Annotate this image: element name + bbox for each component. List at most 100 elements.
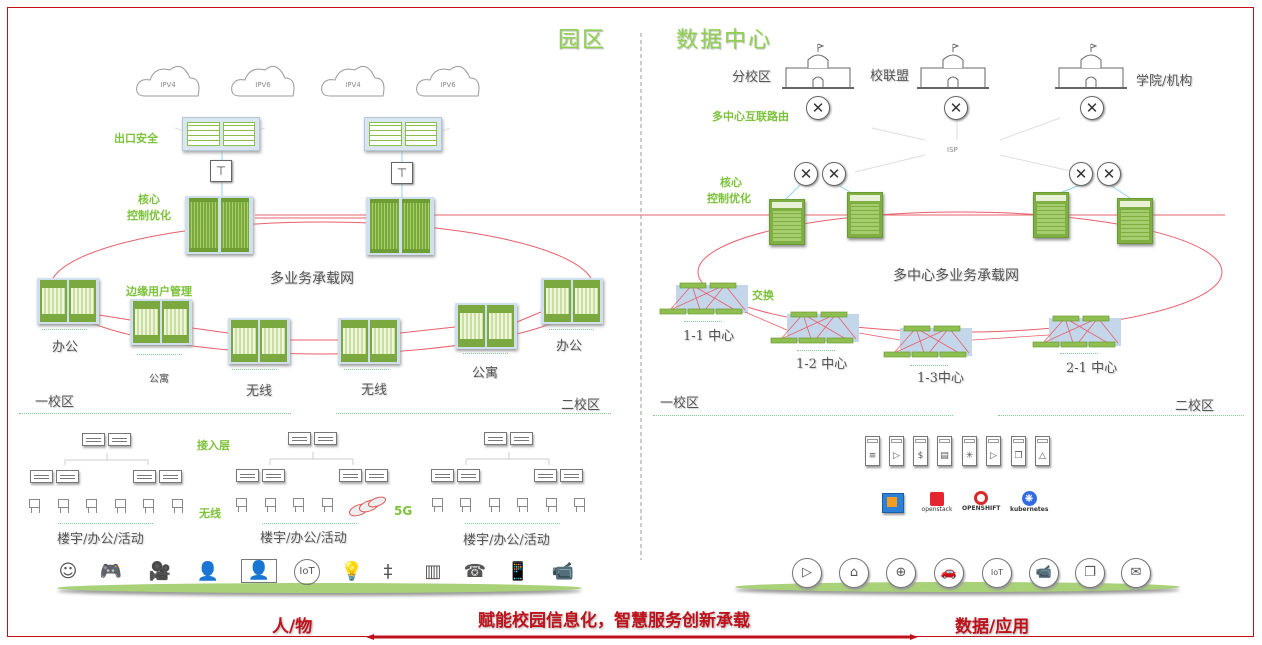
teacher-phone-icon: 👤 (196, 561, 220, 582)
access-point-icon (574, 498, 585, 513)
files-server-icon: ❐ (1011, 436, 1026, 466)
access-switch-icon (339, 469, 362, 482)
access-point-icon (58, 499, 69, 514)
access-point-icon (172, 499, 183, 514)
campus-ground (57, 583, 582, 593)
openstack-logo: openstack (920, 492, 954, 513)
access-group-label: 楼宇/办公/活动 (260, 531, 347, 546)
dc-core-label-1: 核心 (720, 176, 742, 189)
dc-core-switch-icon (1117, 198, 1153, 244)
agg-switch-icon (338, 318, 400, 364)
vmware-logo (882, 493, 904, 513)
router-icon: ✕ (944, 96, 968, 120)
lightbulb-icon: 💡 (340, 561, 364, 582)
router-icon: ✕ (822, 162, 846, 186)
school-icon (782, 43, 854, 89)
node-label: 无线 (246, 384, 273, 399)
center-label: 1-1 中心 (683, 329, 735, 344)
site-label: 分校区 (732, 70, 772, 85)
cloud-icon (321, 65, 385, 97)
gamepad-icon: 🎮 (99, 561, 123, 582)
access-point-icon (489, 498, 500, 513)
campus-title: 园区 (558, 28, 607, 53)
dc-core-label-2: 控制优化 (707, 192, 751, 205)
access-switch-icon (236, 469, 259, 482)
access-point-icon (236, 498, 247, 513)
node-label: 办公 (556, 339, 583, 354)
access-switch-icon (484, 432, 507, 445)
edge-user-mgmt-label: 边缘用户管理 (126, 285, 192, 298)
access-switch-icon (82, 433, 105, 446)
egress-security-label: 出口安全 (114, 132, 158, 145)
footer-right-label: 数据/应用 (955, 617, 1030, 637)
dc-core-switch-icon (769, 199, 805, 245)
access-switch-icon (457, 469, 480, 482)
access-point-icon (293, 498, 304, 513)
wireless-label: 无线 (199, 507, 221, 520)
campus-ring-label: 多业务承载网 (270, 271, 354, 287)
isp-label: ISP (947, 146, 958, 154)
site-label: 校联盟 (870, 69, 910, 84)
access-switch-icon (534, 469, 557, 482)
center-label: 1-3中心 (917, 371, 964, 386)
access-switch-icon (108, 433, 131, 446)
center-label: 2-1 中心 (1066, 361, 1118, 376)
ai-brain-icon: ☺ (58, 561, 78, 582)
kubernetes-logo: ⎈ kubernetes (1010, 491, 1049, 513)
agg-links (98, 311, 542, 341)
access-switch-icon (314, 432, 337, 445)
access-switch-icon (133, 470, 156, 483)
car-app-icon: 🚗 (934, 558, 964, 588)
ids-icon: ⊤ (210, 160, 232, 182)
access-point-icon (143, 499, 154, 514)
database-server-icon: ≡ (865, 436, 880, 466)
access-group-label: 楼宇/办公/活动 (463, 533, 550, 548)
agg-switch-icon (130, 299, 192, 345)
core-label-1: 核心 (138, 193, 160, 206)
site-label: 学院/机构 (1136, 74, 1193, 89)
campus-clouds (136, 65, 480, 97)
router-icon: ✕ (794, 162, 818, 186)
media-server-icon: ▷ (889, 436, 904, 466)
node-label: 公寓 (472, 366, 499, 381)
cctv-app-icon: 📹 (1029, 558, 1059, 588)
access-layer-label: 接入层 (197, 439, 230, 452)
zone-label: 一校区 (35, 395, 75, 410)
access-switch-icon (30, 470, 53, 483)
interconnect-label: 多中心互联路由 (712, 110, 789, 123)
web-app-icon: ⊕ (886, 558, 916, 588)
zone-label: 二校区 (561, 398, 601, 413)
firewall-icon (182, 117, 260, 151)
center-label: 1-2 中心 (796, 357, 848, 372)
shapes-server-icon: △ (1035, 436, 1050, 466)
footer-center-label: 赋能校园信息化，智慧服务创新承载 (478, 611, 750, 631)
document-server-icon: ▤ (937, 436, 952, 466)
fabrics (659, 282, 1121, 358)
access-switch-icon (560, 469, 583, 482)
cloud-icon (416, 65, 480, 97)
router-icon: ✕ (806, 96, 830, 120)
access-point-icon (322, 498, 333, 513)
access-point-icon (517, 498, 528, 513)
currency-server-icon: $ (913, 436, 928, 466)
node-label: 无线 (361, 383, 388, 398)
access-group-label: 楼宇/办公/活动 (57, 532, 144, 547)
home-app-icon: ⌂ (839, 558, 869, 588)
dc-core-switch-icon (847, 192, 883, 238)
openshift-logo: OPENSHIFT (962, 491, 1000, 512)
dc-zone-label: 一校区 (660, 396, 700, 411)
access-point-icon (546, 498, 557, 513)
dc-ground (735, 582, 1180, 592)
core-label-2: 控制优化 (127, 209, 171, 222)
footer-left-label: 人/物 (272, 617, 313, 637)
access-point-icon (29, 499, 40, 514)
access-switch-icon (159, 470, 182, 483)
cloud-icon (231, 65, 295, 97)
access-point-icon (432, 498, 443, 513)
utility-pole-icon: ‡ (383, 561, 393, 582)
school-icon (1055, 43, 1127, 89)
video-server-icon: ▷ (986, 436, 1001, 466)
node-label: 公寓 (149, 374, 169, 385)
access-point-icon (265, 498, 276, 513)
agg-switch-icon (541, 278, 603, 324)
